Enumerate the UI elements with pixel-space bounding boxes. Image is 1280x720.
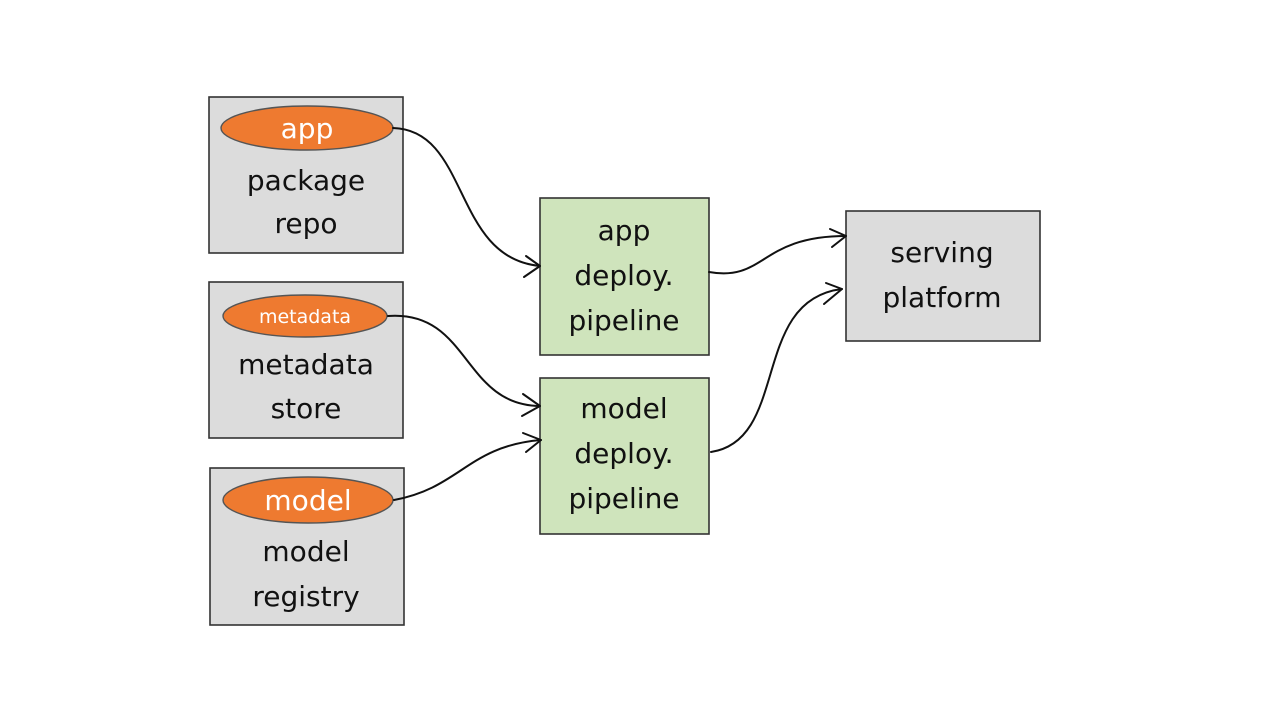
package-repo-line2: repo	[274, 207, 337, 240]
app-deploy-pipeline-line1: app	[598, 214, 651, 247]
arrowhead	[523, 255, 541, 278]
arrowhead	[823, 282, 843, 305]
app-deploy-pipeline-box	[539, 197, 710, 356]
edge-line	[393, 439, 542, 501]
node-model-deploy-pipeline: model deploy. pipeline	[539, 377, 710, 535]
node-serving-platform: serving platform	[845, 210, 1041, 342]
node-model-registry: model model registry	[209, 467, 405, 626]
edge-line	[392, 127, 541, 267]
arrowhead	[521, 393, 541, 417]
edge-model-pipeline-to-serving-platform	[710, 282, 843, 453]
model-deploy-pipeline-line2: deploy.	[574, 437, 673, 470]
package-repo-line1: package	[247, 164, 365, 197]
model-pill-label: model	[264, 484, 351, 517]
model-registry-line1: model	[262, 535, 349, 568]
metadata-store-line1: metadata	[238, 348, 374, 381]
edge-package-repo-to-app-pipeline	[392, 127, 541, 278]
edge-app-pipeline-to-serving-platform	[708, 228, 847, 275]
app-deploy-pipeline-line2: deploy.	[574, 259, 673, 292]
node-app-deploy-pipeline: app deploy. pipeline	[539, 197, 710, 356]
edges	[387, 127, 847, 501]
model-deploy-pipeline-box	[539, 377, 710, 535]
metadata-store-line2: store	[271, 392, 342, 425]
node-package-repo: app package repo	[208, 96, 404, 254]
edge-model-registry-to-model-pipeline	[393, 432, 542, 501]
app-pill-label: app	[281, 112, 334, 145]
edge-line	[708, 235, 847, 275]
edge-line	[387, 314, 541, 407]
model-registry-line2: registry	[252, 580, 359, 613]
model-deploy-pipeline-line3: pipeline	[568, 482, 679, 515]
arrowhead	[522, 432, 542, 453]
edge-metadata-store-to-model-pipeline	[387, 314, 541, 417]
edge-line	[710, 288, 843, 453]
serving-platform-line2: platform	[883, 281, 1002, 314]
serving-platform-line1: serving	[890, 236, 993, 269]
node-metadata-store: metadata metadata store	[208, 281, 404, 439]
model-deploy-pipeline-line1: model	[580, 392, 667, 425]
app-deploy-pipeline-line3: pipeline	[568, 304, 679, 337]
arrowhead	[829, 228, 847, 248]
metadata-pill-label: metadata	[259, 306, 351, 328]
serving-platform-box	[845, 210, 1041, 342]
